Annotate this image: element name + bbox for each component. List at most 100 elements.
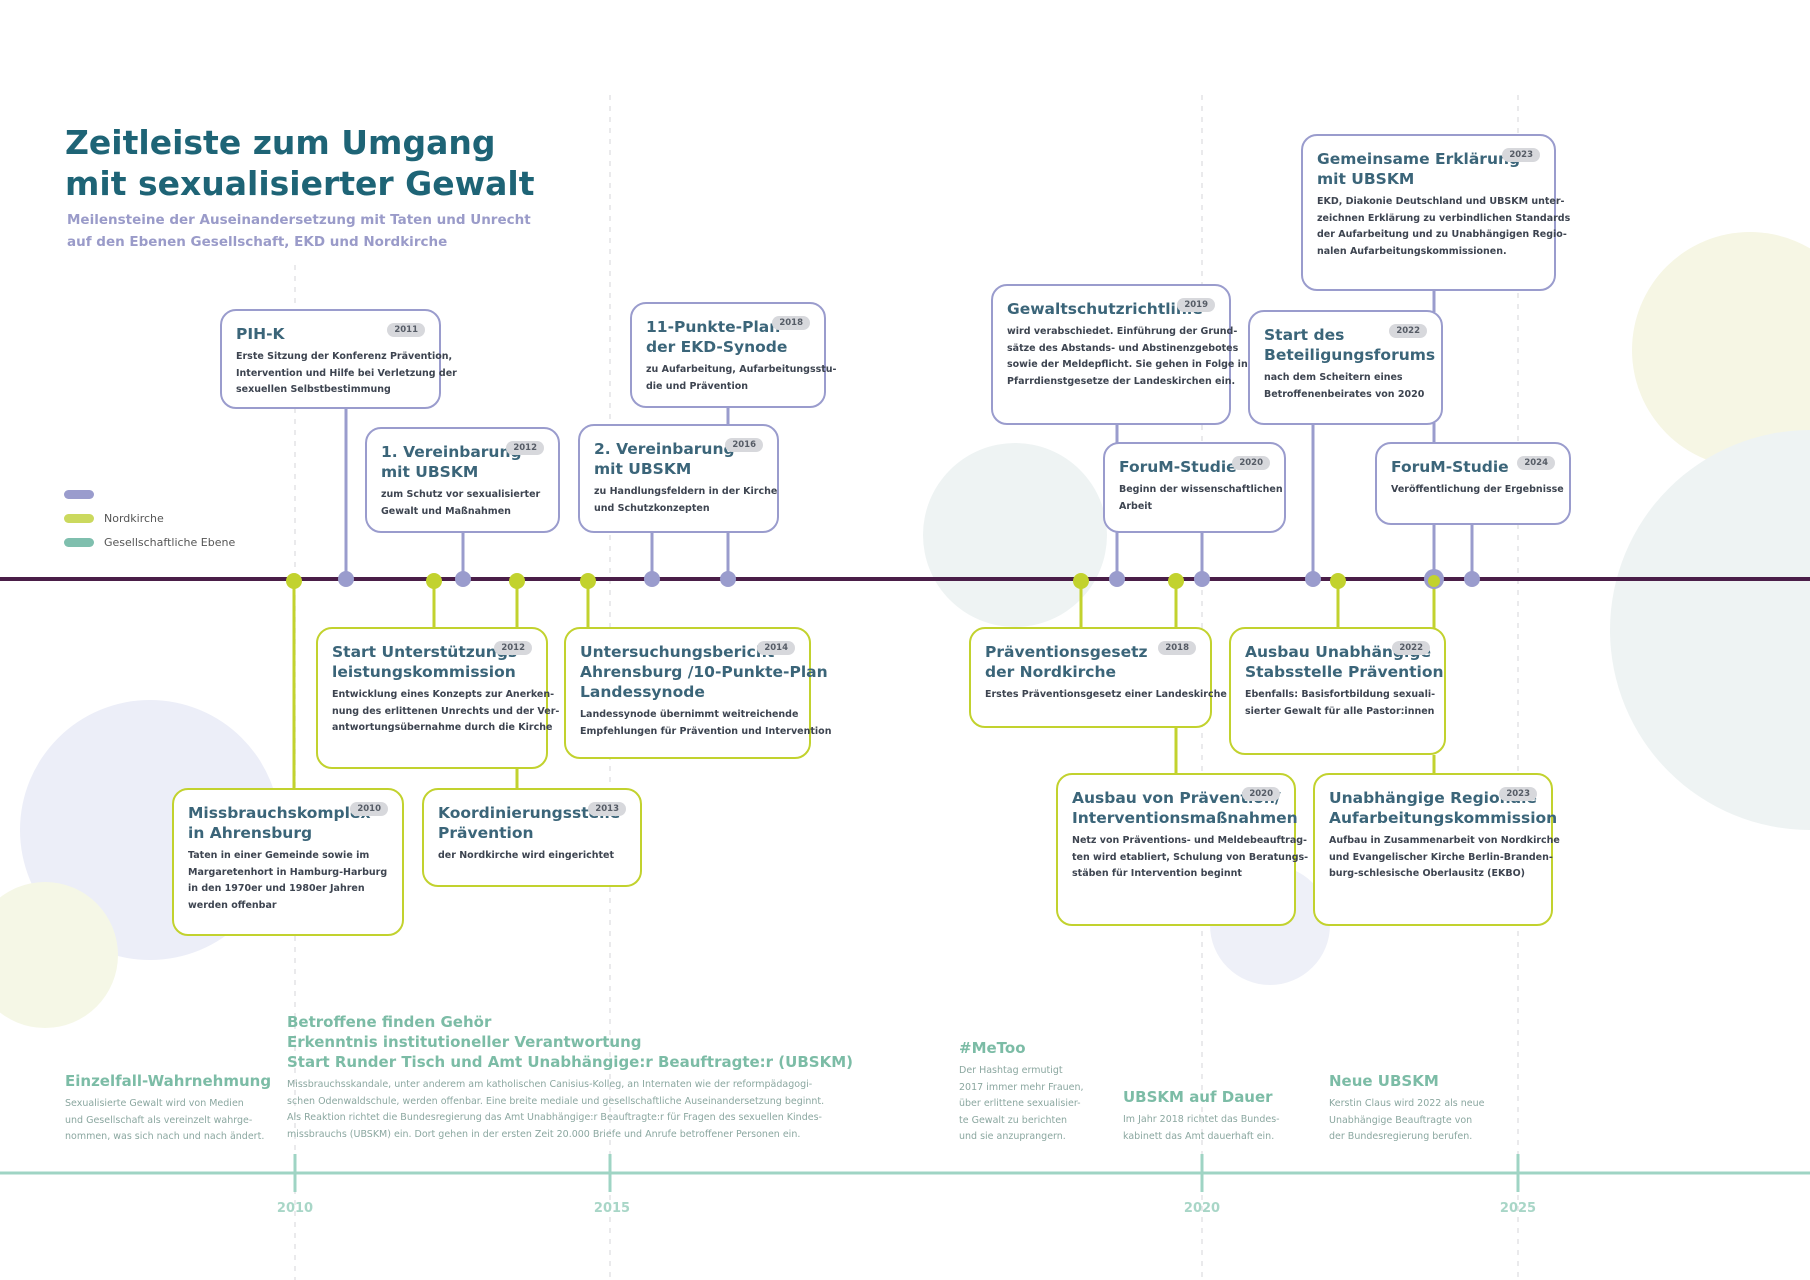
- event-title: PIH-K: [236, 325, 285, 343]
- page-subtitle: Meilensteine der Auseinandersetzung mit …: [67, 212, 531, 250]
- event-year-badge: 2012: [506, 441, 544, 455]
- event-description: Netz von Präventions- und Meldebeauftrag…: [1072, 835, 1309, 879]
- event-description: Erstes Präventionsgesetz einer Landeskir…: [985, 689, 1227, 700]
- event-year-badge: 2016: [725, 438, 763, 452]
- event-description: EKD, Diakonie Deutschland und UBSKM unte…: [1317, 196, 1571, 257]
- era-description: Missbrauchsskandale, unter anderem am ka…: [287, 1079, 825, 1140]
- event-title: Ausbau von Prävention/Interventionsmaßna…: [1072, 789, 1298, 827]
- nk-marker: [286, 573, 302, 589]
- event-description: Ebenfalls: Basisfortbildung sexuali-sier…: [1245, 689, 1436, 717]
- event-year-badge: 2011: [387, 323, 425, 337]
- ekd-marker: [1305, 571, 1321, 587]
- event-description: der Nordkirche wird eingerichtet: [438, 850, 614, 861]
- ekd-marker: [1109, 571, 1125, 587]
- event-description: wird verabschiedet. Einführung der Grund…: [1007, 326, 1248, 387]
- nordkirche-event-card: 2012 Start Unterstützungs-leistungskommi…: [316, 627, 559, 769]
- legend-item-nordkirche: Nordkirche: [64, 506, 235, 530]
- event-title: ForuM-Studie: [1391, 458, 1509, 476]
- ekd-event-card: 2020 ForuM-Studie Beginn der wissenschaf…: [1103, 442, 1286, 533]
- ekd-marker: [720, 571, 736, 587]
- event-description: zu Aufarbeitung, Aufarbeitungsstu-die un…: [646, 364, 837, 392]
- era-title: UBSKM auf Dauer: [1123, 1088, 1273, 1106]
- nk-marker: [1428, 575, 1440, 587]
- deco-circle: [1610, 430, 1810, 830]
- event-year-badge: 2023: [1502, 148, 1540, 162]
- legend-item-ekd: [64, 482, 235, 506]
- axis-year-label: 2015: [594, 1201, 630, 1216]
- legend-item-society: Gesellschaftliche Ebene: [64, 530, 235, 554]
- event-title: ForuM-Studie: [1119, 458, 1237, 476]
- deco-circle: [1632, 232, 1810, 468]
- event-year-badge: 2022: [1392, 641, 1430, 655]
- event-title: Gewaltschutzrichtlinie: [1007, 300, 1203, 318]
- event-year-badge: 2018: [772, 316, 810, 330]
- event-year-badge: 2014: [757, 641, 795, 655]
- event-year-badge: 2022: [1389, 324, 1427, 338]
- event-year-badge: 2020: [1242, 787, 1280, 801]
- event-year-badge: 2024: [1517, 456, 1555, 470]
- era-title: Einzelfall-Wahrnehmung: [65, 1072, 272, 1090]
- era-title: #MeToo: [959, 1039, 1026, 1057]
- nk-marker: [1330, 573, 1346, 589]
- page-title: Zeitleiste zum Umgang mit sexualisierter…: [65, 123, 535, 203]
- ekd-event-card: 2011 PIH-K Erste Sitzung der Konferenz P…: [220, 309, 457, 409]
- ekd-marker: [1464, 571, 1480, 587]
- ekd-marker: [644, 571, 660, 587]
- ekd-event-card: 2024 ForuM-Studie Veröffentlichung der E…: [1375, 442, 1571, 525]
- legend-swatch-society: [64, 537, 94, 547]
- event-year-badge: 2018: [1158, 641, 1196, 655]
- nk-marker: [1168, 573, 1184, 589]
- deco-circle: [0, 882, 118, 1028]
- ekd-marker: [1194, 571, 1210, 587]
- event-year-badge: 2013: [588, 802, 626, 816]
- event-description: Erste Sitzung der Konferenz Prävention,I…: [236, 351, 457, 395]
- axis-year-label: 2020: [1184, 1201, 1220, 1216]
- nk-marker: [426, 573, 442, 589]
- era-title: Neue UBSKM: [1329, 1072, 1439, 1090]
- ekd-marker: [455, 571, 471, 587]
- nordkirche-event-card: 2020 Ausbau von Prävention/Interventions…: [1056, 773, 1309, 926]
- legend: Nordkirche Gesellschaftliche Ebene: [64, 482, 235, 554]
- ekd-event-card: 2019 Gewaltschutzrichtlinie wird verabsc…: [991, 284, 1248, 425]
- event-title: Start Unterstützungs-leistungskommission: [332, 643, 524, 681]
- society-era: Einzelfall-Wahrnehmung Sexualisierte Gew…: [65, 1071, 271, 1146]
- event-year-badge: 2023: [1499, 787, 1537, 801]
- nk-marker: [580, 573, 596, 589]
- society-era: UBSKM auf Dauer Im Jahr 2018 richtet das…: [1123, 1087, 1280, 1145]
- event-year-badge: 2019: [1177, 298, 1215, 312]
- era-description: Im Jahr 2018 richtet das Bundes-kabinett…: [1123, 1114, 1280, 1142]
- nk-marker: [1073, 573, 1089, 589]
- deco-circle: [923, 443, 1107, 627]
- axis-year-label: 2010: [277, 1201, 313, 1216]
- legend-swatch-nordkirche: [64, 513, 94, 523]
